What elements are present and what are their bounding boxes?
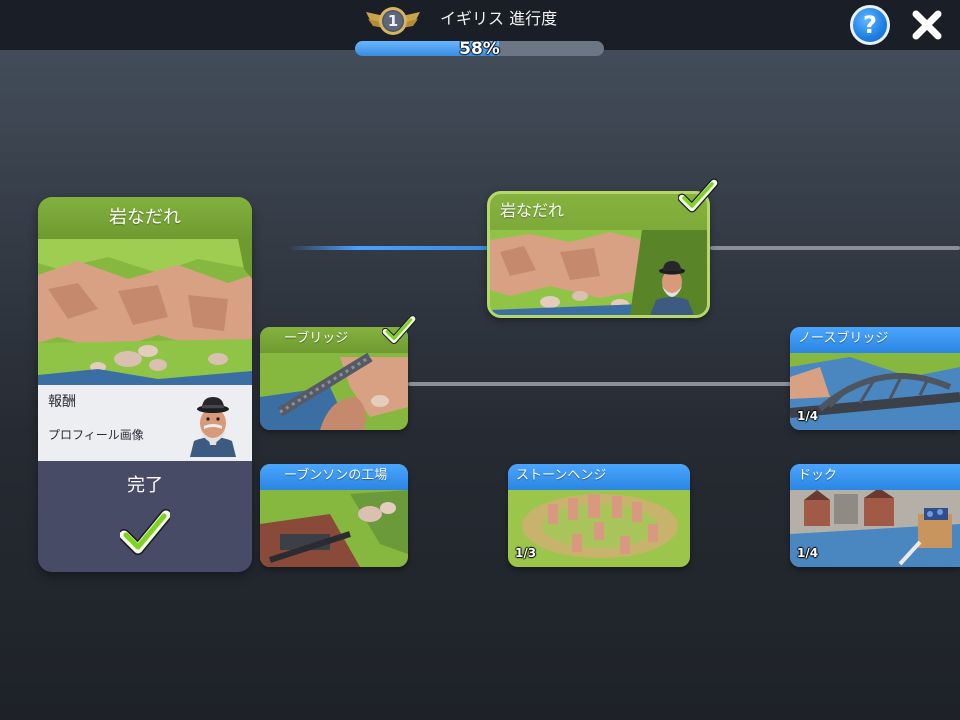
reward-name: プロフィール画像 bbox=[48, 428, 144, 442]
checkmark-icon bbox=[120, 509, 170, 555]
event-node-factory[interactable]: ーブンソンの工場 bbox=[260, 464, 408, 567]
detail-title: 岩なだれ bbox=[38, 197, 252, 239]
path-connector bbox=[710, 246, 960, 250]
completion-status: 完了 bbox=[127, 475, 163, 496]
progress-percent: 58% bbox=[459, 39, 500, 59]
progress-title: イギリス 進行度 bbox=[440, 9, 558, 28]
close-button[interactable] bbox=[908, 6, 946, 44]
node-progress-count: 1/3 bbox=[515, 546, 537, 560]
node-progress-count: 1/4 bbox=[797, 409, 819, 423]
event-node-rockslide[interactable]: 岩なだれ bbox=[487, 191, 710, 318]
node-label: ストーンヘンジ bbox=[516, 468, 607, 483]
node-tab bbox=[508, 464, 690, 490]
progress-bar-fill bbox=[355, 41, 500, 56]
node-label: 岩なだれ bbox=[500, 201, 565, 220]
level-badge: 1 bbox=[364, 4, 422, 38]
reward-box: 報酬 プロフィール画像 bbox=[38, 385, 252, 461]
help-button[interactable]: ? bbox=[850, 5, 890, 45]
event-node-north-bridge[interactable]: ノースブリッジ 1/4 bbox=[790, 327, 960, 430]
node-tab bbox=[790, 327, 960, 353]
close-icon bbox=[912, 10, 942, 40]
profile-portrait bbox=[182, 395, 244, 457]
event-node-stonehenge[interactable]: ストーンヘンジ 1/3 bbox=[508, 464, 690, 567]
node-progress-count: 1/4 bbox=[797, 546, 819, 560]
completed-checkmark-icon bbox=[678, 178, 718, 214]
event-node-bridge[interactable]: ーブリッジ bbox=[260, 327, 408, 430]
rockslide-thumbnail bbox=[490, 230, 707, 315]
completed-checkmark-icon bbox=[382, 314, 416, 346]
path-connector bbox=[408, 382, 792, 386]
node-label: ドック bbox=[798, 468, 838, 483]
node-tab bbox=[790, 464, 960, 490]
progress-bar bbox=[355, 41, 604, 56]
path-connector-active bbox=[288, 246, 488, 250]
node-tab bbox=[260, 464, 408, 490]
event-node-dock[interactable]: ドック 1/4 bbox=[790, 464, 960, 567]
level-number: 1 bbox=[387, 12, 399, 30]
event-detail-panel: 岩なだれ 報酬 プロフィール画像 bbox=[38, 197, 252, 572]
node-label: ーブンソンの工場 bbox=[284, 468, 388, 483]
node-label: ノースブリッジ bbox=[798, 331, 889, 346]
reward-heading: 報酬 bbox=[48, 394, 76, 410]
node-label: ーブリッジ bbox=[284, 331, 349, 346]
winged-badge-icon bbox=[366, 7, 420, 35]
rockslide-illustration bbox=[38, 239, 252, 385]
